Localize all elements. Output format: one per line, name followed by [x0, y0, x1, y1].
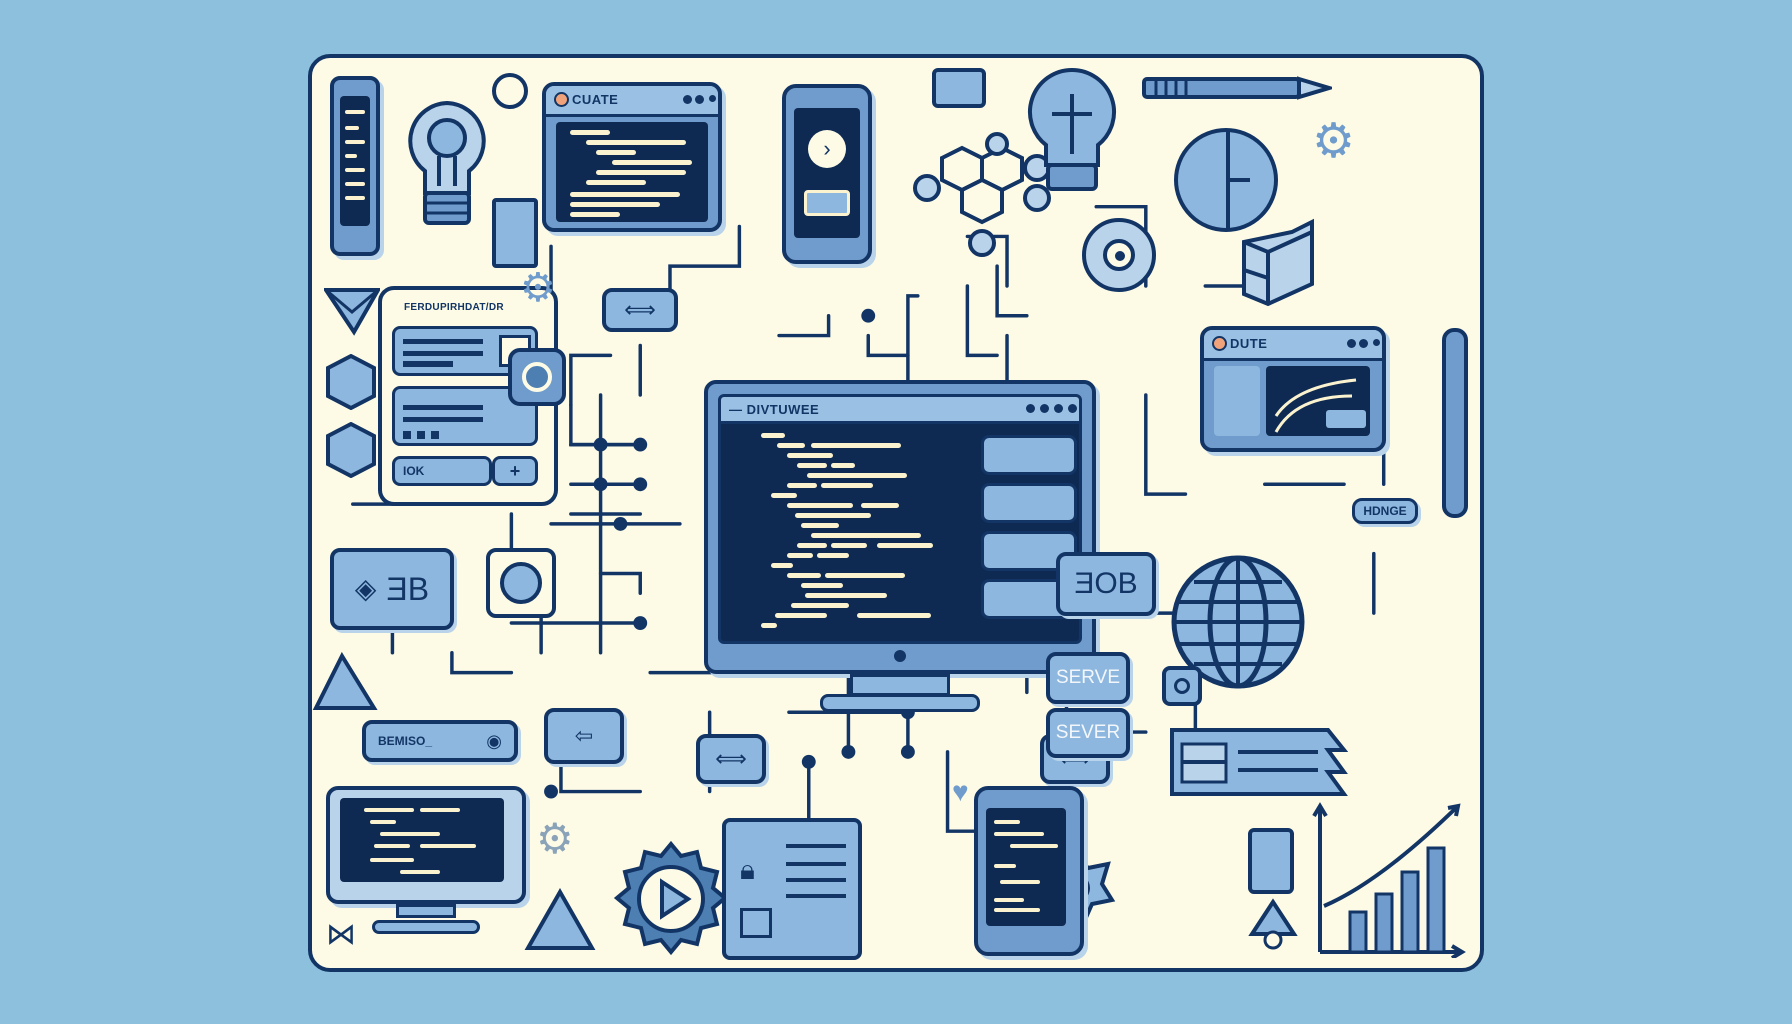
window-title: DUTE: [1230, 336, 1268, 351]
envelope-icon: [322, 286, 382, 336]
plus-button[interactable]: +: [492, 456, 538, 486]
table-panel: [1168, 726, 1349, 798]
swap-button[interactable]: ⟺: [696, 734, 766, 784]
ok-button[interactable]: IOK: [392, 456, 492, 486]
tablet-icon: [974, 786, 1084, 956]
cube-icon: [326, 421, 376, 479]
chart-window: DUTE: [1200, 326, 1386, 452]
lightbulb-puzzle-icon: [1022, 64, 1122, 204]
bar-chart-icon: [1310, 802, 1470, 960]
main-monitor: — DIVTUWEE: [704, 380, 1096, 720]
pencil-icon: [1142, 76, 1336, 100]
lightbulb-icon: [392, 88, 502, 238]
cube-icon: [326, 353, 376, 411]
monitor-icon: [326, 786, 526, 942]
gear-icon: ⚙: [520, 266, 556, 310]
hexagon-network-icon: [902, 128, 1062, 258]
window-title: CUATE: [572, 92, 619, 107]
illustration-board: CUATE ›: [308, 54, 1484, 972]
camera-icon: [508, 348, 566, 406]
clock-icon: [1174, 128, 1278, 232]
pen-icon: [1442, 328, 1468, 518]
db-right-button[interactable]: ƎOB: [1056, 552, 1156, 616]
bemiso-input[interactable]: BEMISO_ ◉: [362, 720, 518, 762]
back-arrow-button[interactable]: ⇦: [544, 708, 624, 764]
bowtie-icon: ⋈: [326, 918, 356, 951]
play-circle-icon: [492, 73, 528, 109]
panel-button[interactable]: [981, 435, 1077, 475]
panel-button[interactable]: [981, 483, 1077, 523]
form-title: FERDUPIRHDAT/DR: [404, 302, 504, 313]
phone-icon: [330, 76, 380, 256]
gear-icon: ⚙: [536, 815, 574, 862]
triangle-icon: [312, 651, 378, 712]
gear-icon: ⚙: [1312, 115, 1356, 168]
triangle-icon: [1248, 898, 1298, 950]
settings-toggle[interactable]: [1162, 666, 1202, 706]
server-box-icon: [1238, 218, 1318, 308]
heart-icon: ♥: [952, 776, 969, 807]
phone-play-icon: ›: [782, 84, 872, 264]
db-left-button[interactable]: ◈ ƎB: [330, 548, 454, 630]
hdnge-button[interactable]: HDNGE: [1352, 498, 1418, 524]
lock-document-icon: 🔒︎: [722, 818, 862, 960]
gear-icon: [486, 548, 556, 618]
target-icon: [1082, 218, 1156, 292]
gear-play-icon: [612, 840, 730, 958]
serve-button[interactable]: SERVE: [1046, 652, 1130, 704]
globe-icon: [1168, 552, 1308, 692]
printer-icon: [932, 68, 986, 108]
server-rack-icon: [492, 198, 538, 268]
door-icon: [1248, 828, 1294, 894]
triangle-icon: [524, 887, 596, 952]
arrow-swap-icon: ⟺: [602, 288, 678, 332]
window-title: — DIVTUWEE: [729, 402, 820, 417]
code-window-icon: CUATE: [542, 82, 722, 232]
sever-button[interactable]: SEVER: [1046, 708, 1130, 758]
